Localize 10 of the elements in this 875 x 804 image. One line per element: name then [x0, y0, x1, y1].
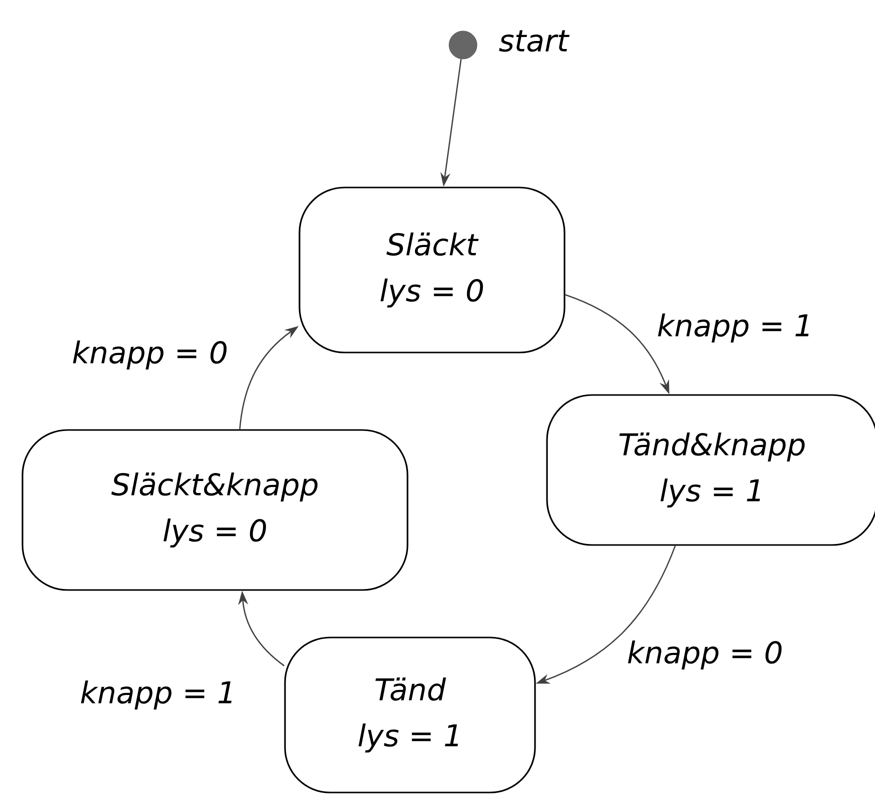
- state-box: Tänd&knapp lys = 1: [546, 394, 875, 546]
- start-dot: [448, 30, 478, 60]
- state-box: Släckt&knapp lys = 0: [22, 429, 408, 591]
- start-label: start: [499, 30, 570, 52]
- state-box: Tänd lys = 1: [284, 636, 536, 794]
- edge-label: knapp = 1: [78, 678, 238, 712]
- edge-label: knapp = 0: [70, 338, 230, 372]
- state-box: Släckt lys = 0: [298, 186, 566, 354]
- edge-label: knapp = 1: [654, 311, 816, 344]
- edge-label: knapp = 0: [624, 638, 786, 672]
